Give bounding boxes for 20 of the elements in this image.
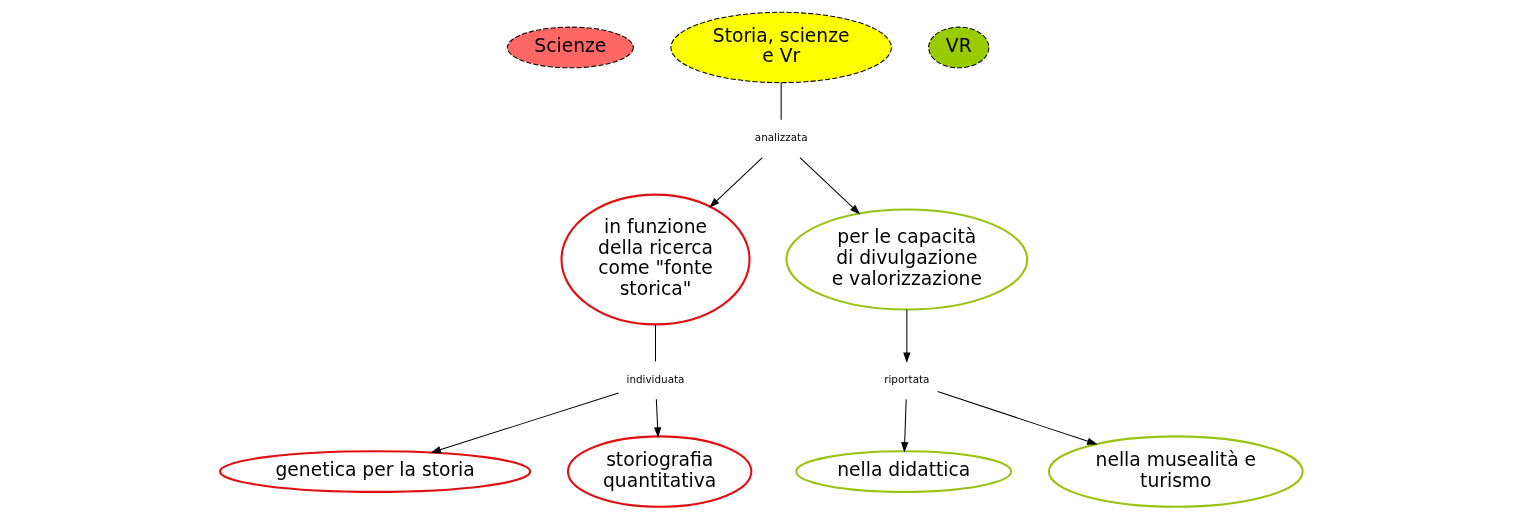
node-ellipse: VR (927, 26, 989, 69)
arrow (936, 390, 1098, 445)
node-ellipse: in funzione della ricerca come "fonte storica" (559, 193, 751, 326)
node-text: riportata (883, 372, 929, 385)
node-ellipse: per le capacità di divulgazione e valorizzazione (784, 208, 1028, 311)
arrow (900, 398, 908, 453)
arrow (430, 392, 619, 454)
node-ellipse: nella didattica (794, 450, 1012, 493)
node-text: individuata (626, 372, 684, 385)
arrow (653, 398, 661, 438)
node-ellipse: genetica per la storia (218, 450, 531, 493)
node-ellipse: storiografia quantitativa (566, 435, 752, 508)
node-ellipse: Scienze (506, 26, 634, 69)
connector (780, 82, 782, 121)
node-text: analizzata (754, 131, 808, 144)
arrow (798, 157, 860, 215)
connector (654, 323, 656, 362)
arrow (902, 308, 910, 363)
node-ellipse: Storia, scienze e Vr (669, 11, 892, 84)
arrow (708, 157, 763, 208)
